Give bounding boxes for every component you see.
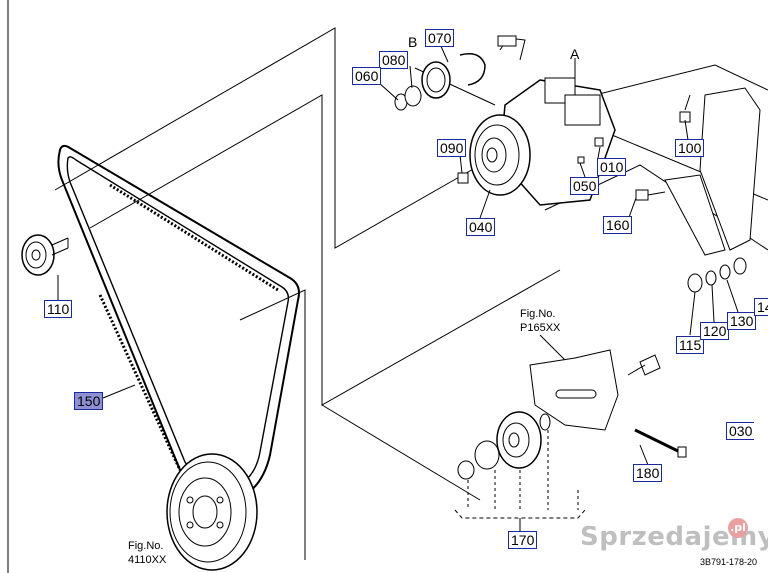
group-bracket-170 bbox=[454, 430, 586, 532]
frame-line bbox=[321, 404, 481, 501]
ac-compressor bbox=[469, 35, 616, 206]
part-label-070[interactable]: 070 bbox=[425, 29, 455, 47]
clutch-parts bbox=[394, 53, 486, 111]
bolts bbox=[457, 94, 691, 201]
part-label-130[interactable]: 130 bbox=[727, 312, 757, 330]
diagram-code: 3B791-178-20 bbox=[700, 557, 758, 567]
fig-ref-upper-title: Fig.No. bbox=[520, 308, 556, 320]
frame-panel-right bbox=[574, 64, 768, 101]
part-label-090[interactable]: 090 bbox=[437, 139, 467, 157]
frame-panel-outline bbox=[54, 27, 476, 249]
fig-ref-upper-code: P165XX bbox=[520, 322, 561, 334]
part-label-115[interactable]: 115 bbox=[676, 336, 705, 354]
part-label-080[interactable]: 080 bbox=[379, 51, 409, 69]
part-label-160[interactable]: 160 bbox=[603, 216, 633, 234]
v-belt-150 bbox=[57, 144, 300, 502]
part-label-170[interactable]: 170 bbox=[508, 531, 538, 549]
part-label-010[interactable]: 010 bbox=[597, 158, 627, 176]
frame-panel-outline-2 bbox=[89, 94, 561, 406]
watermark-badge: .pl bbox=[728, 518, 748, 538]
part-label-14x[interactable]: 14 bbox=[754, 298, 768, 316]
part-label-100[interactable]: 100 bbox=[675, 139, 705, 157]
part-label-030[interactable]: 030 bbox=[726, 422, 755, 440]
part-label-060[interactable]: 060 bbox=[352, 67, 382, 85]
part-label-110[interactable]: 110 bbox=[44, 300, 73, 318]
part-label-120[interactable]: 120 bbox=[700, 322, 730, 340]
crank-pulley bbox=[166, 453, 258, 571]
washers bbox=[687, 257, 747, 293]
part-label-180[interactable]: 180 bbox=[633, 464, 663, 482]
tension-pulley-set bbox=[457, 411, 551, 480]
part-label-050[interactable]: 050 bbox=[570, 177, 600, 195]
long-bolt-180 bbox=[634, 428, 687, 458]
mount-bracket bbox=[664, 87, 761, 256]
callout-letter-a: A bbox=[570, 46, 580, 62]
fig-ref-lower-code: 4110XX bbox=[128, 554, 167, 566]
fig-ref-lower-title: Fig.No. bbox=[128, 540, 164, 552]
callout-letter-b: B bbox=[408, 34, 418, 50]
frame-panel-outline-3 bbox=[239, 289, 306, 560]
part-label-040[interactable]: 040 bbox=[466, 218, 496, 236]
part-label-150[interactable]: 150 bbox=[74, 392, 104, 410]
idler-pulley-110 bbox=[21, 234, 69, 276]
tensioner-bracket bbox=[529, 349, 661, 431]
